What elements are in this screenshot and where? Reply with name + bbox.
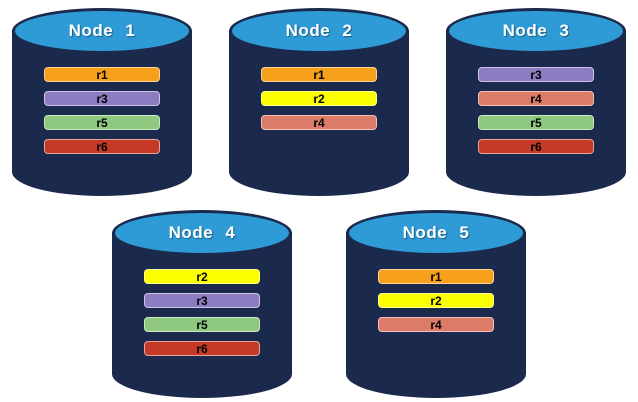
node-label: Node 1 (68, 21, 136, 40)
cylinder-body-shape (346, 232, 526, 398)
node-label: Node 3 (502, 21, 570, 40)
node-cylinder-2: Node 2 r1 r2 r4 (229, 8, 409, 196)
cylinder-body-shape (446, 30, 626, 196)
replica-bar-r2: r2 (144, 269, 260, 284)
cylinder-top-shape: Node 3 (446, 8, 626, 54)
replica-bar-r3: r3 (144, 293, 260, 308)
replica-bar-r6: r6 (478, 139, 594, 154)
node-cylinder-3: Node 3 r3 r4 r5 r6 (446, 8, 626, 196)
replica-bar-r3: r3 (478, 67, 594, 82)
replica-bar-r4: r4 (261, 115, 377, 130)
cylinder-top-shape: Node 5 (346, 210, 526, 256)
replica-bar-r1: r1 (44, 67, 160, 82)
replica-bar-r1: r1 (261, 67, 377, 82)
replica-bar-r5: r5 (144, 317, 260, 332)
cylinder-body-shape (112, 232, 292, 398)
cylinder-top-shape: Node 1 (12, 8, 192, 54)
replica-bar-r2: r2 (261, 91, 377, 106)
replica-bar-list: r1 r3 r5 r6 (12, 67, 192, 154)
replica-bar-r6: r6 (144, 341, 260, 356)
replica-bar-r1: r1 (378, 269, 494, 284)
node-cylinder-1: Node 1 r1 r3 r5 r6 (12, 8, 192, 196)
node-label: Node 2 (285, 21, 353, 40)
node-row-top: Node 1 r1 r3 r5 r6 Node 2 r1 r2 r4 Node 3 r3 r4 r5 r6 (12, 8, 626, 196)
replica-bar-r4: r4 (478, 91, 594, 106)
node-cylinder-4: Node 4 r2 r3 r5 r6 (112, 210, 292, 398)
replica-bar-list: r1 r2 r4 (229, 67, 409, 130)
node-row-bottom: Node 4 r2 r3 r5 r6 Node 5 r1 r2 r4 (0, 210, 638, 398)
replica-bar-list: r2 r3 r5 r6 (112, 269, 292, 356)
replica-bar-r2: r2 (378, 293, 494, 308)
replica-bar-r4: r4 (378, 317, 494, 332)
replica-bar-list: r3 r4 r5 r6 (446, 67, 626, 154)
cylinder-top-shape: Node 4 (112, 210, 292, 256)
node-label: Node 4 (168, 223, 236, 242)
replica-bar-r5: r5 (44, 115, 160, 130)
node-label: Node 5 (402, 223, 470, 242)
cylinder-top-shape: Node 2 (229, 8, 409, 54)
replica-bar-r5: r5 (478, 115, 594, 130)
replica-bar-r6: r6 (44, 139, 160, 154)
cylinder-body-shape (12, 30, 192, 196)
replica-bar-r3: r3 (44, 91, 160, 106)
node-cylinder-5: Node 5 r1 r2 r4 (346, 210, 526, 398)
replica-bar-list: r1 r2 r4 (346, 269, 526, 332)
cylinder-body-shape (229, 30, 409, 196)
